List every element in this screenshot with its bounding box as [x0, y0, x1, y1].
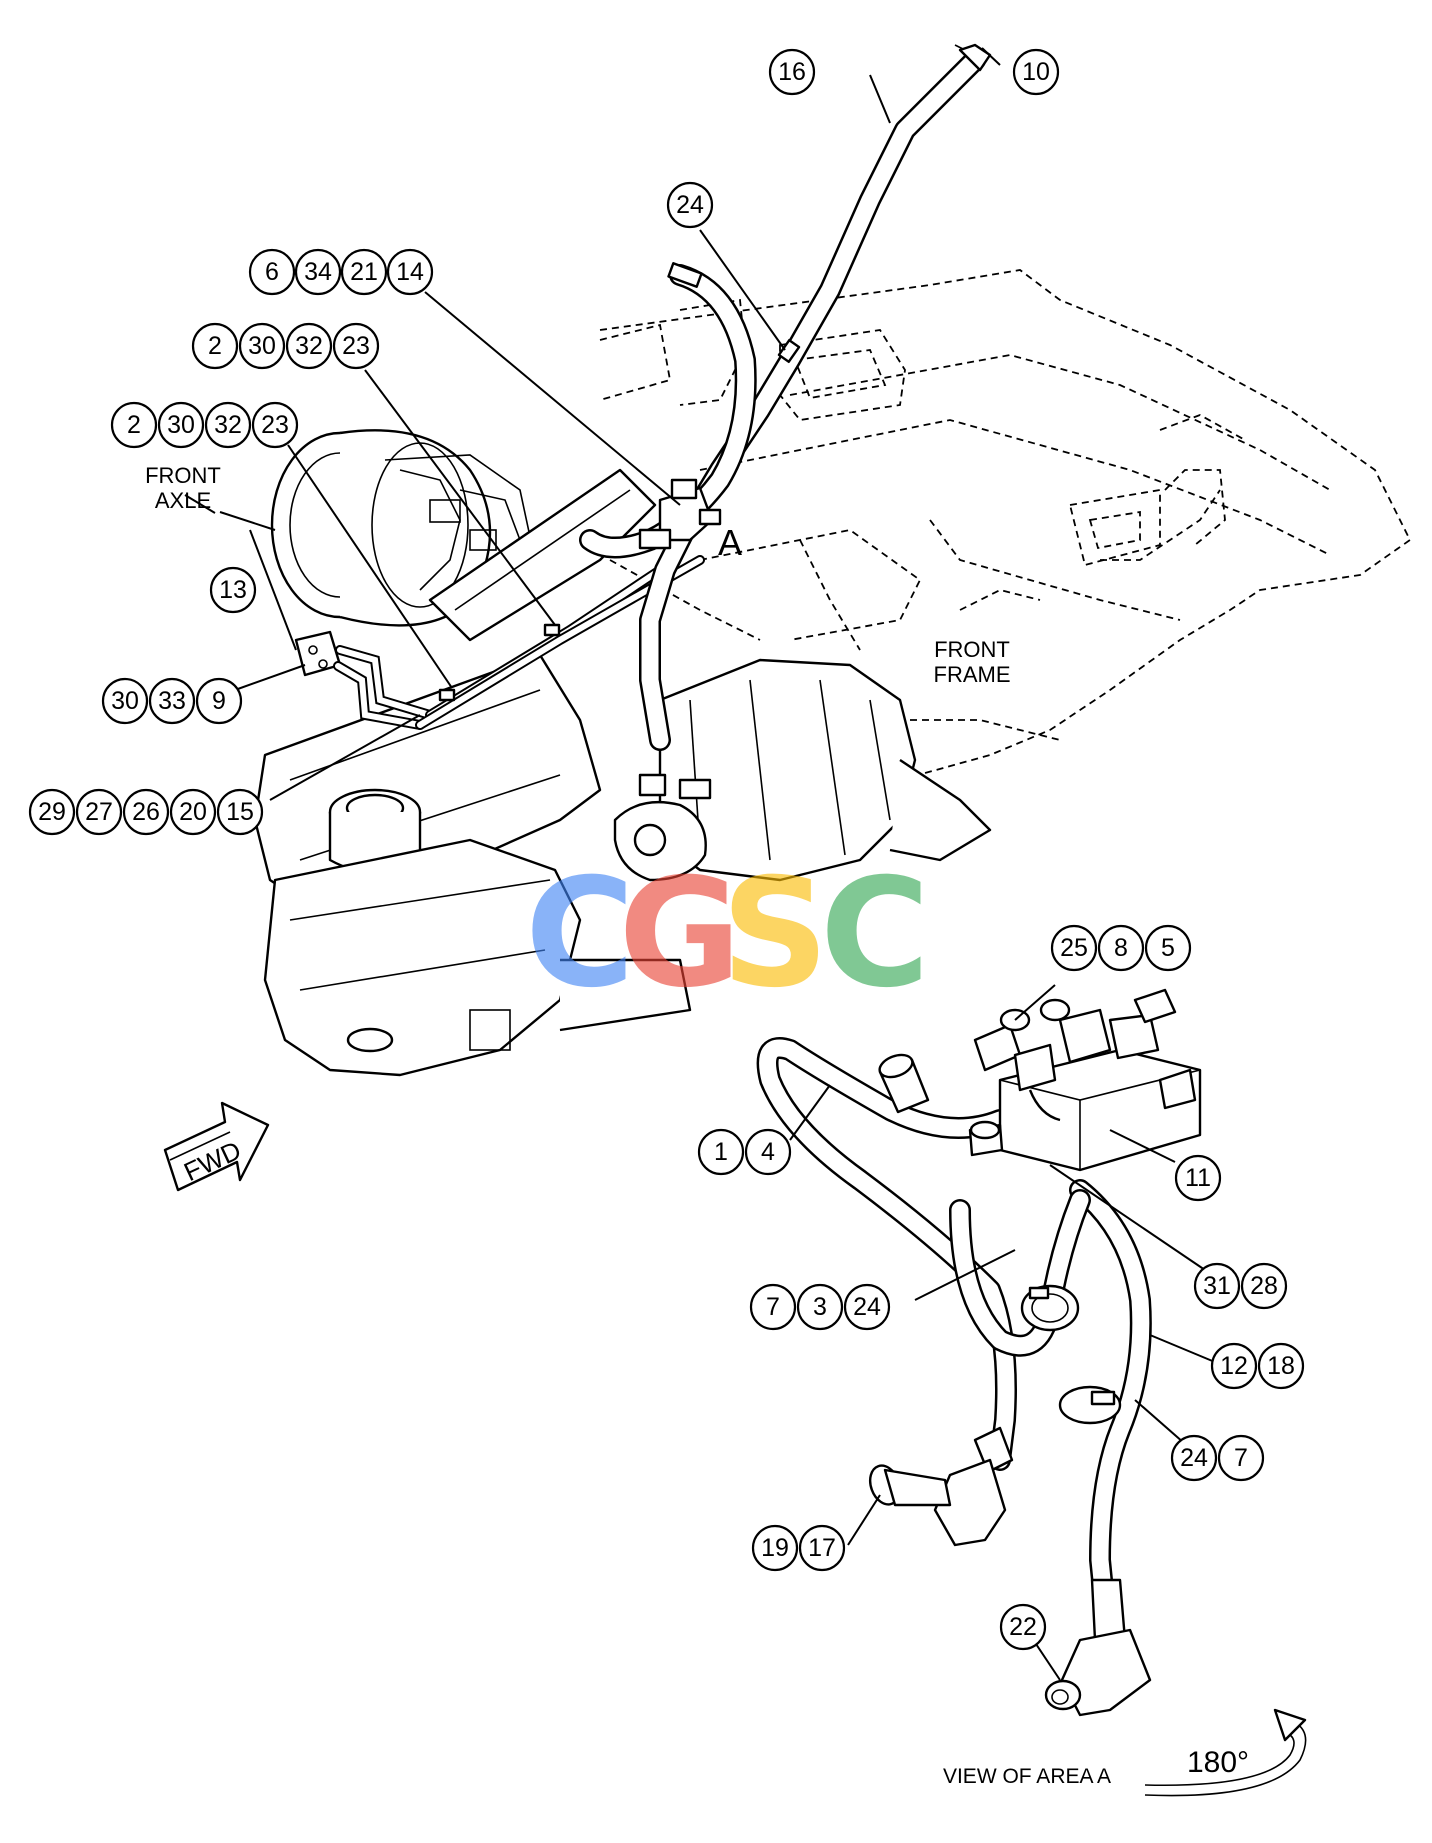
- return-hose: [579, 262, 757, 559]
- front-axle-label-line2: AXLE: [155, 488, 211, 513]
- callout-number: 9: [212, 687, 226, 715]
- rotation-arrow-icon: 180°: [1144, 1708, 1307, 1797]
- watermark-letter-s: S: [721, 847, 829, 1021]
- front-axle-label-line1: FRONT: [145, 463, 221, 488]
- callout-number: 8: [1114, 934, 1128, 962]
- callout-number: 20: [179, 798, 207, 826]
- callout-number: 26: [132, 798, 160, 826]
- front-frame: [599, 269, 1412, 821]
- callout-number: 30: [248, 332, 276, 360]
- callout-group-24-7: 24 7: [1170, 1434, 1265, 1482]
- callout-number: 23: [261, 411, 289, 439]
- callout-number: 6: [265, 258, 279, 286]
- callout-number: 24: [853, 1293, 881, 1321]
- callout-number: 11: [1185, 1164, 1211, 1192]
- view-of-area-a: [756, 988, 1202, 1717]
- callout-number: 32: [214, 411, 242, 439]
- callout-22: 22: [999, 1603, 1047, 1651]
- callout-number: 10: [1022, 58, 1050, 86]
- callout-13: 13: [209, 566, 257, 614]
- front-frame-label-line1: FRONT: [934, 637, 1010, 662]
- callout-group-30-33-9: 30 33 9: [101, 677, 243, 725]
- callout-number: 21: [350, 258, 378, 286]
- callout-number: 32: [295, 332, 323, 360]
- callout-number: 7: [766, 1293, 780, 1321]
- callout-number: 25: [1060, 934, 1088, 962]
- view-of-area-a-label: VIEW OF AREA A: [943, 1765, 1111, 1788]
- callout-group-31-28: 31 28: [1193, 1262, 1288, 1310]
- front-frame-label-line2: FRAME: [934, 662, 1011, 687]
- callout-number: 7: [1234, 1444, 1248, 1472]
- rotation-label: 180°: [1187, 1746, 1249, 1779]
- watermark-letter-c2: C: [820, 847, 930, 1021]
- valve-area-a: [638, 478, 722, 550]
- callout-group-7-3-24: 7 3 24: [749, 1283, 891, 1331]
- callout-number: 22: [1009, 1613, 1037, 1641]
- callout-number: 12: [1220, 1352, 1248, 1380]
- callout-number: 24: [1180, 1444, 1208, 1472]
- callout-number: 34: [304, 258, 332, 286]
- callout-group-19-17: 19 17: [751, 1524, 846, 1572]
- area-a-label: A: [718, 522, 742, 563]
- callout-number: 16: [778, 58, 806, 86]
- callout-number: 15: [226, 798, 254, 826]
- watermark-letter-c1: C: [525, 847, 635, 1021]
- callout-24-upper: 24: [666, 181, 714, 229]
- callout-number: 13: [219, 576, 247, 604]
- leader-lines: [184, 47, 1223, 1681]
- callout-number: 28: [1250, 1272, 1278, 1300]
- callout-11: 11: [1174, 1154, 1222, 1202]
- manifold-block-13: [294, 630, 435, 730]
- watermark-letter-g: G: [618, 847, 741, 1021]
- callout-number: 30: [111, 687, 139, 715]
- callout-number: 2: [208, 332, 222, 360]
- callout-group-12-18: 12 18: [1210, 1342, 1305, 1390]
- front-axle: [253, 429, 992, 1077]
- callout-number: 2: [127, 411, 141, 439]
- callout-10: 10: [1012, 48, 1060, 96]
- callout-number: 5: [1161, 934, 1175, 962]
- callout-16: 16: [768, 48, 816, 96]
- callout-number: 17: [808, 1534, 836, 1562]
- callout-number: 14: [396, 258, 424, 286]
- callout-number: 1: [714, 1138, 728, 1166]
- callout-number: 27: [85, 798, 113, 826]
- callout-number: 24: [676, 191, 704, 219]
- callout-number: 18: [1267, 1352, 1295, 1380]
- callout-number: 29: [38, 798, 66, 826]
- callout-number: 30: [167, 411, 195, 439]
- callout-group-2-30-32-23-a: 2 30 32 23: [191, 322, 380, 370]
- fwd-arrow: FWD: [163, 1101, 270, 1192]
- callout-number: 23: [342, 332, 370, 360]
- callout-group-2-30-32-23-b: 2 30 32 23: [110, 401, 299, 449]
- callout-number: 33: [158, 687, 186, 715]
- callout-group-1-4: 1 4: [697, 1128, 792, 1176]
- watermark-logo: C G S C: [525, 847, 930, 1021]
- callout-number: 31: [1203, 1272, 1231, 1300]
- callout-group-29-27-26-20-15: 29 27 26 20 15: [28, 788, 264, 836]
- callout-group-6-34-21-14: 6 34 21 14: [248, 248, 434, 296]
- callout-number: 3: [813, 1293, 827, 1321]
- callout-number: 4: [761, 1138, 775, 1166]
- callout-number: 19: [761, 1534, 789, 1562]
- callout-group-25-8-5: 25 8 5: [1050, 924, 1192, 972]
- supply-hose-16: [639, 43, 992, 751]
